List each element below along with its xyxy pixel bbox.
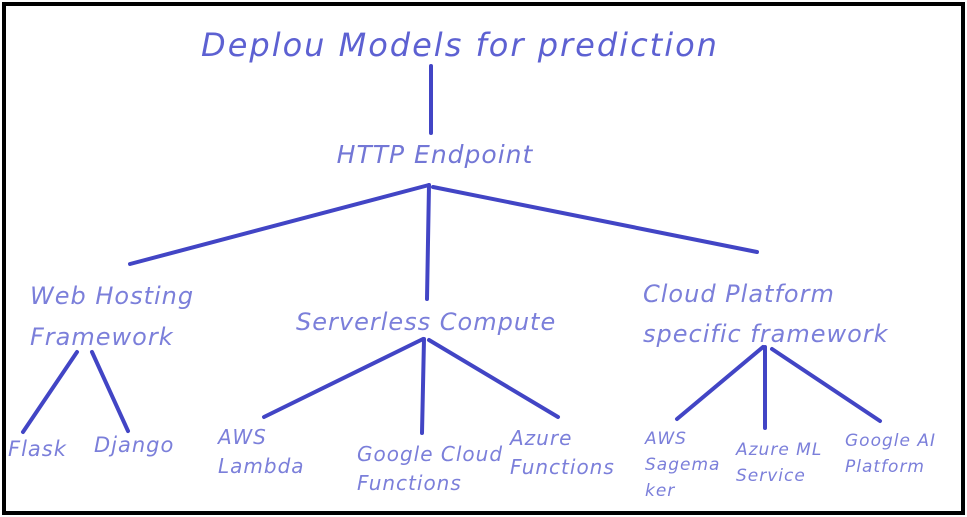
edge-serverless-to-azure-fn bbox=[427, 338, 560, 419]
leaf-google-cloud-functions: Google Cloud Functions bbox=[357, 440, 503, 498]
leaf-google-ai-platform: Google AI Platform bbox=[845, 428, 936, 480]
leaf-label-line: Azure ML bbox=[736, 440, 823, 460]
leaf-label-line: AWS bbox=[218, 425, 267, 449]
node-label-line: specific framework bbox=[643, 320, 889, 348]
edge-web-hosting-to-django bbox=[90, 350, 130, 433]
node-label-line: Framework bbox=[30, 323, 174, 351]
edge-web-hosting-to-flask bbox=[21, 350, 79, 434]
leaf-label-line: Functions bbox=[510, 455, 615, 479]
node-web-hosting-framework: Web Hosting Framework bbox=[30, 276, 194, 358]
leaf-azure-functions: Azure Functions bbox=[510, 424, 615, 482]
leaf-label-line: Functions bbox=[357, 471, 462, 495]
leaf-label-line: Service bbox=[736, 466, 806, 486]
diagram-title: Deplou Models for prediction bbox=[201, 26, 719, 64]
leaf-label-line: Google Cloud bbox=[357, 442, 504, 466]
leaf-django: Django bbox=[94, 433, 175, 457]
node-cloud-platform-specific-framework: Cloud Platform specific framework bbox=[643, 274, 889, 354]
node-label-line: Web Hosting bbox=[30, 282, 195, 310]
leaf-label-line: ker bbox=[645, 481, 676, 501]
leaf-label-line: Platform bbox=[845, 457, 925, 477]
edge-serverless-to-aws-lambda bbox=[262, 337, 425, 419]
node-label-line: Cloud Platform bbox=[643, 280, 835, 308]
leaf-label-line: Google AI bbox=[845, 431, 936, 451]
leaf-flask: Flask bbox=[8, 437, 67, 461]
node-serverless-compute: Serverless Compute bbox=[296, 308, 557, 336]
edge-root-to-serverless bbox=[425, 183, 431, 301]
edge-root-to-web-hosting bbox=[128, 183, 431, 266]
leaf-aws-lambda: AWS Lambda bbox=[218, 423, 305, 481]
leaf-label-line: Azure bbox=[510, 426, 573, 450]
edge-cloud-to-sagemaker bbox=[675, 345, 765, 421]
leaf-label-line: AWS bbox=[645, 429, 687, 449]
node-http-endpoint: HTTP Endpoint bbox=[336, 140, 534, 169]
leaf-azure-ml-service: Azure ML Service bbox=[736, 437, 822, 489]
leaf-aws-sagemaker: AWS Sagema ker bbox=[645, 426, 720, 504]
leaf-label-line: Sagema bbox=[645, 455, 721, 475]
edge-serverless-to-gcf bbox=[420, 337, 426, 435]
edge-cloud-to-google-ai bbox=[770, 347, 882, 423]
edge-root-to-cloud-platform bbox=[431, 185, 759, 254]
leaf-label-line: Lambda bbox=[218, 454, 305, 478]
